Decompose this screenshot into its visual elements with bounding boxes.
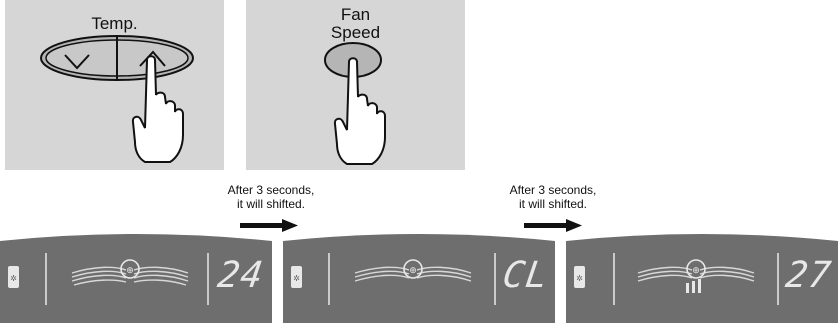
fan-button-graphic — [246, 0, 465, 170]
caption-1-line2: it will shifted. — [196, 197, 346, 211]
fan-speed-panel: Fan Speed — [246, 0, 465, 170]
svg-text:⊕: ⊕ — [409, 266, 417, 276]
right-arrow-icon — [240, 219, 300, 233]
svg-text:⊕: ⊕ — [126, 266, 134, 276]
caption-2-line1: After 3 seconds, — [478, 183, 628, 197]
lcd-display-3: ✲ ⊕ 27 — [566, 233, 838, 323]
svg-text:⊕: ⊕ — [692, 266, 700, 276]
temp-panel: Temp. — [5, 0, 224, 170]
right-arrow-icon — [524, 219, 584, 233]
lcd-display-2-value: CL — [500, 255, 551, 296]
caption-2-line2: it will shifted. — [478, 197, 628, 211]
caption-1: After 3 seconds, it will shifted. — [196, 183, 346, 211]
svg-text:✲: ✲ — [10, 274, 17, 283]
svg-text:✲: ✲ — [576, 274, 583, 283]
caption-1-line1: After 3 seconds, — [196, 183, 346, 197]
lcd-display-1: ✲ ⊕ 24 — [0, 233, 272, 323]
lcd-display-2: ✲ ⊕ CL — [283, 233, 555, 323]
svg-text:✲: ✲ — [293, 274, 300, 283]
lcd-display-1-value: 24 — [215, 255, 266, 296]
caption-2: After 3 seconds, it will shifted. — [478, 183, 628, 211]
temp-buttons — [5, 0, 224, 170]
lcd-display-3-value: 27 — [783, 255, 834, 296]
